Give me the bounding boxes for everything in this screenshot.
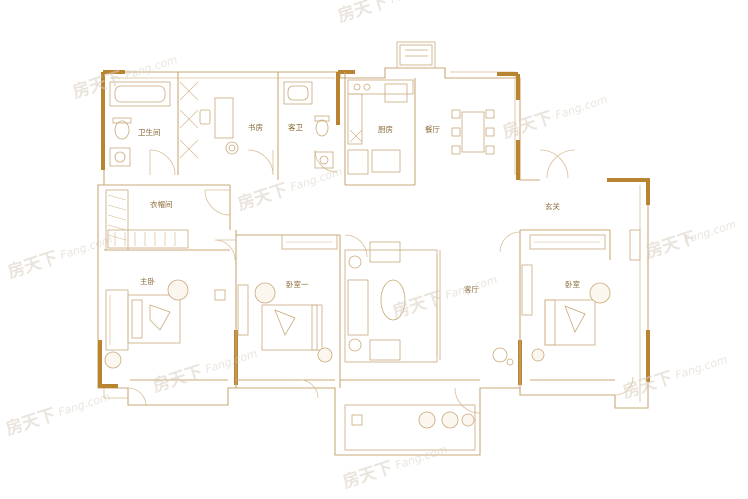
study-furniture	[199, 97, 239, 155]
master-bed	[104, 279, 226, 369]
cloakroom-wardrobe	[105, 189, 189, 251]
bathroom-fixtures	[109, 80, 199, 175]
outer-walls	[97, 67, 649, 456]
svg-text:Fang.com: Fang.com	[444, 273, 499, 302]
svg-text:Fang.com: Fang.com	[124, 53, 179, 82]
label-kitchen: 厨房	[378, 124, 393, 134]
label-master-bedroom: 主卧	[140, 276, 155, 286]
bottom-balcony	[344, 404, 476, 451]
watermark-8: 房天下 Fang.com	[150, 347, 259, 397]
dining-table	[451, 109, 495, 155]
svg-text:Fang.com: Fang.com	[389, 0, 444, 6]
svg-text:房天下: 房天下	[500, 107, 555, 143]
svg-text:房天下: 房天下	[235, 179, 290, 215]
kitchen-fixtures	[347, 79, 414, 175]
guest-bath-fixtures	[283, 81, 334, 169]
label-guest-bath: 客卫	[288, 122, 303, 132]
svg-text:房天下: 房天下	[340, 457, 395, 493]
label-entrance: 玄关	[545, 201, 560, 211]
svg-text:Fang.com: Fang.com	[59, 233, 114, 262]
label-bathroom: 卫生间	[138, 127, 161, 137]
svg-text:房天下: 房天下	[150, 361, 205, 397]
svg-text:Fang.com: Fang.com	[204, 347, 259, 376]
top-balcony	[396, 41, 436, 69]
label-living-room: 客厅	[464, 284, 479, 294]
svg-text:Fang.com: Fang.com	[682, 218, 737, 247]
third-bed	[521, 229, 641, 362]
watermark-7: 房天下 Fang.com	[390, 273, 499, 323]
doors	[127, 149, 634, 414]
label-dining: 餐厅	[425, 125, 440, 134]
svg-text:Fang.com: Fang.com	[57, 390, 112, 419]
watermark-1: 房天下 Fang.com	[70, 53, 179, 103]
svg-text:Fang.com: Fang.com	[289, 165, 344, 194]
svg-text:Fang.com: Fang.com	[554, 93, 609, 122]
svg-text:房天下: 房天下	[5, 247, 60, 283]
svg-text:房天下: 房天下	[70, 67, 125, 103]
label-cloakroom: 衣帽间	[150, 199, 173, 209]
label-third-bedroom: 卧室	[565, 279, 580, 289]
watermark-5: 房天下 Fang.com	[643, 218, 738, 263]
label-second-bedroom: 卧室一	[286, 279, 309, 289]
svg-text:Fang.com: Fang.com	[394, 443, 449, 472]
second-bed	[237, 234, 338, 363]
watermark-9: 房天下 Fang.com	[620, 353, 729, 403]
living-room-furniture	[344, 241, 514, 366]
svg-text:房天下: 房天下	[3, 404, 58, 440]
svg-text:房天下: 房天下	[335, 0, 390, 27]
watermark-4: 房天下 Fang.com	[235, 165, 344, 215]
watermark-11: 房天下 Fang.com	[340, 443, 449, 493]
watermarks: 房天下 Fang.com 房天下 Fang.com 房天下 Fang.com 房…	[3, 0, 738, 493]
svg-text:Fang.com: Fang.com	[674, 353, 729, 382]
label-study: 书房	[248, 122, 263, 132]
room-labels: 卫生间 书房 客卫 厨房 餐厅 衣帽间 玄关 主卧 卧室一 客厅 卧室	[138, 122, 580, 294]
watermark-10: 房天下 Fang.com	[3, 390, 112, 440]
watermark-2: 房天下 Fang.com	[335, 0, 444, 27]
watermark-6: 房天下 Fang.com	[5, 233, 114, 283]
